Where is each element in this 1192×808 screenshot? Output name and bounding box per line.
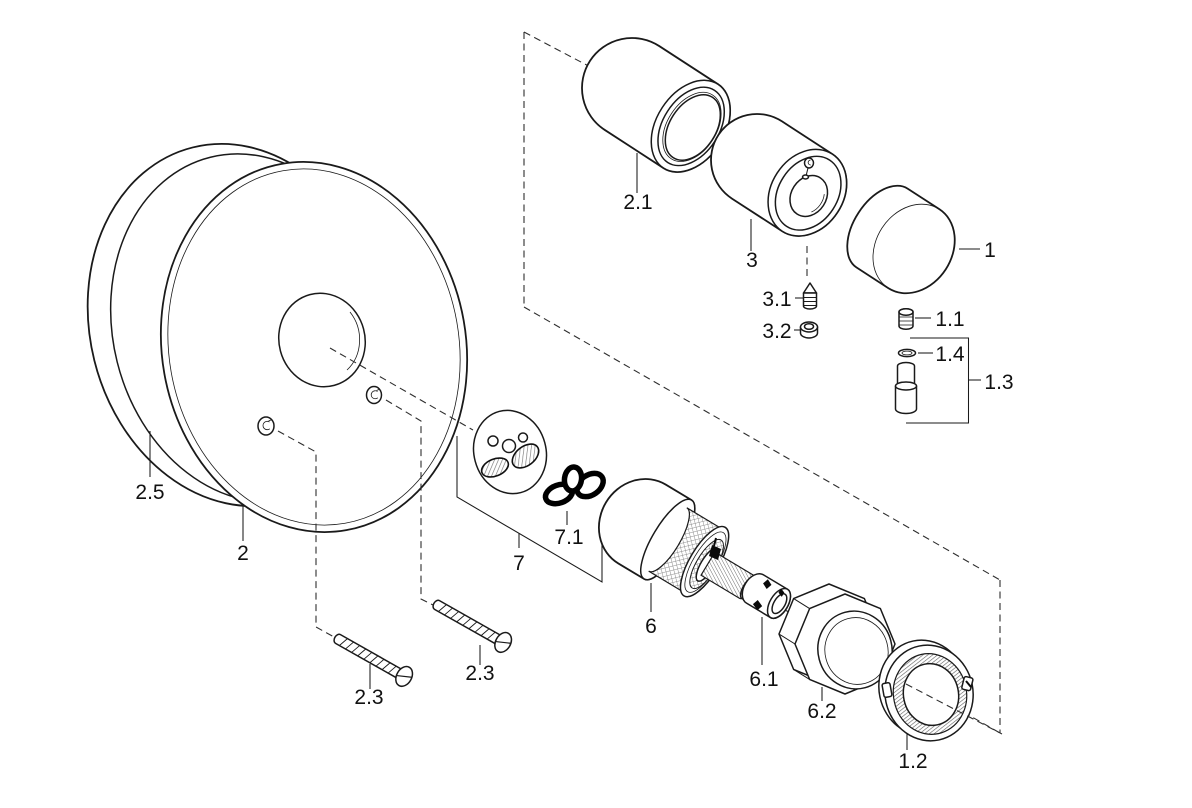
callout-2: 2 bbox=[237, 542, 249, 565]
callout-7: 7 bbox=[513, 552, 525, 575]
part-7-cap bbox=[472, 409, 548, 495]
hub-clip bbox=[801, 157, 815, 180]
part-1-1-grub-screw bbox=[898, 308, 914, 330]
part-6-1-adapter bbox=[741, 573, 792, 620]
part-6-2-cap-nut bbox=[778, 583, 896, 695]
callout-labels: 2.1 3 3.1 3.2 1 1.1 1.4 1.3 2.5 2 7 7.1 … bbox=[135, 191, 1013, 773]
part-1-4-o-ring bbox=[897, 348, 917, 358]
callout-2-3-a: 2.3 bbox=[354, 686, 383, 709]
callout-1-4: 1.4 bbox=[935, 343, 965, 366]
plate-bevel-line bbox=[167, 168, 461, 526]
axis-through-ring bbox=[905, 683, 1003, 735]
part-2-3-screw-b bbox=[432, 599, 513, 654]
cap-petal-left bbox=[480, 457, 510, 478]
plate-screw-hole-lower bbox=[257, 416, 275, 436]
ring-tab-left bbox=[881, 681, 893, 699]
callout-1-2: 1.2 bbox=[898, 750, 927, 773]
cartridge-clip bbox=[709, 545, 721, 560]
callout-3: 3 bbox=[746, 249, 758, 272]
center-hole-depth-line bbox=[346, 311, 360, 371]
dashed-boundary-frame bbox=[523, 31, 1001, 733]
leader-lower-hole-to-screw bbox=[277, 430, 335, 638]
callout-2-5: 2.5 bbox=[135, 481, 164, 504]
screw-slot bbox=[495, 640, 511, 644]
plate-center-hole bbox=[277, 292, 367, 388]
part-2-1-sleeve bbox=[581, 37, 732, 173]
part-3-2-nut bbox=[799, 321, 819, 339]
part-3-handle-hub bbox=[710, 113, 848, 237]
part-6-cartridge bbox=[598, 478, 760, 600]
part-1-knob bbox=[846, 184, 956, 295]
callout-3-1: 3.1 bbox=[762, 288, 791, 311]
callout-1: 1 bbox=[984, 239, 996, 262]
leader-upper-hole-to-screw bbox=[385, 399, 436, 607]
screw-slot bbox=[396, 674, 412, 678]
callout-leader-lines bbox=[149, 153, 981, 750]
callout-6-2: 6.2 bbox=[807, 700, 836, 723]
part-1-2-stop-ring bbox=[878, 639, 974, 742]
cap-petal-right bbox=[511, 443, 540, 469]
part-1-3-extension bbox=[894, 361, 918, 415]
callout-2-1: 2.1 bbox=[623, 191, 652, 214]
part-7-1-seal bbox=[542, 464, 606, 507]
part-2-3-screw-a bbox=[333, 633, 414, 688]
callout-2-3-b: 2.3 bbox=[465, 662, 494, 685]
axis-plate-to-cap bbox=[329, 347, 474, 431]
callout-6: 6 bbox=[645, 615, 657, 638]
callout-1-3: 1.3 bbox=[984, 371, 1013, 394]
callout-6-1: 6.1 bbox=[749, 668, 778, 691]
callout-3-2: 3.2 bbox=[762, 320, 791, 343]
plate-screw-hole-upper bbox=[365, 385, 383, 405]
part-3-1-set-screw bbox=[802, 282, 818, 310]
callout-7-1: 7.1 bbox=[554, 526, 583, 549]
escutcheon-plate bbox=[86, 143, 469, 533]
callout-1-1: 1.1 bbox=[935, 308, 964, 331]
